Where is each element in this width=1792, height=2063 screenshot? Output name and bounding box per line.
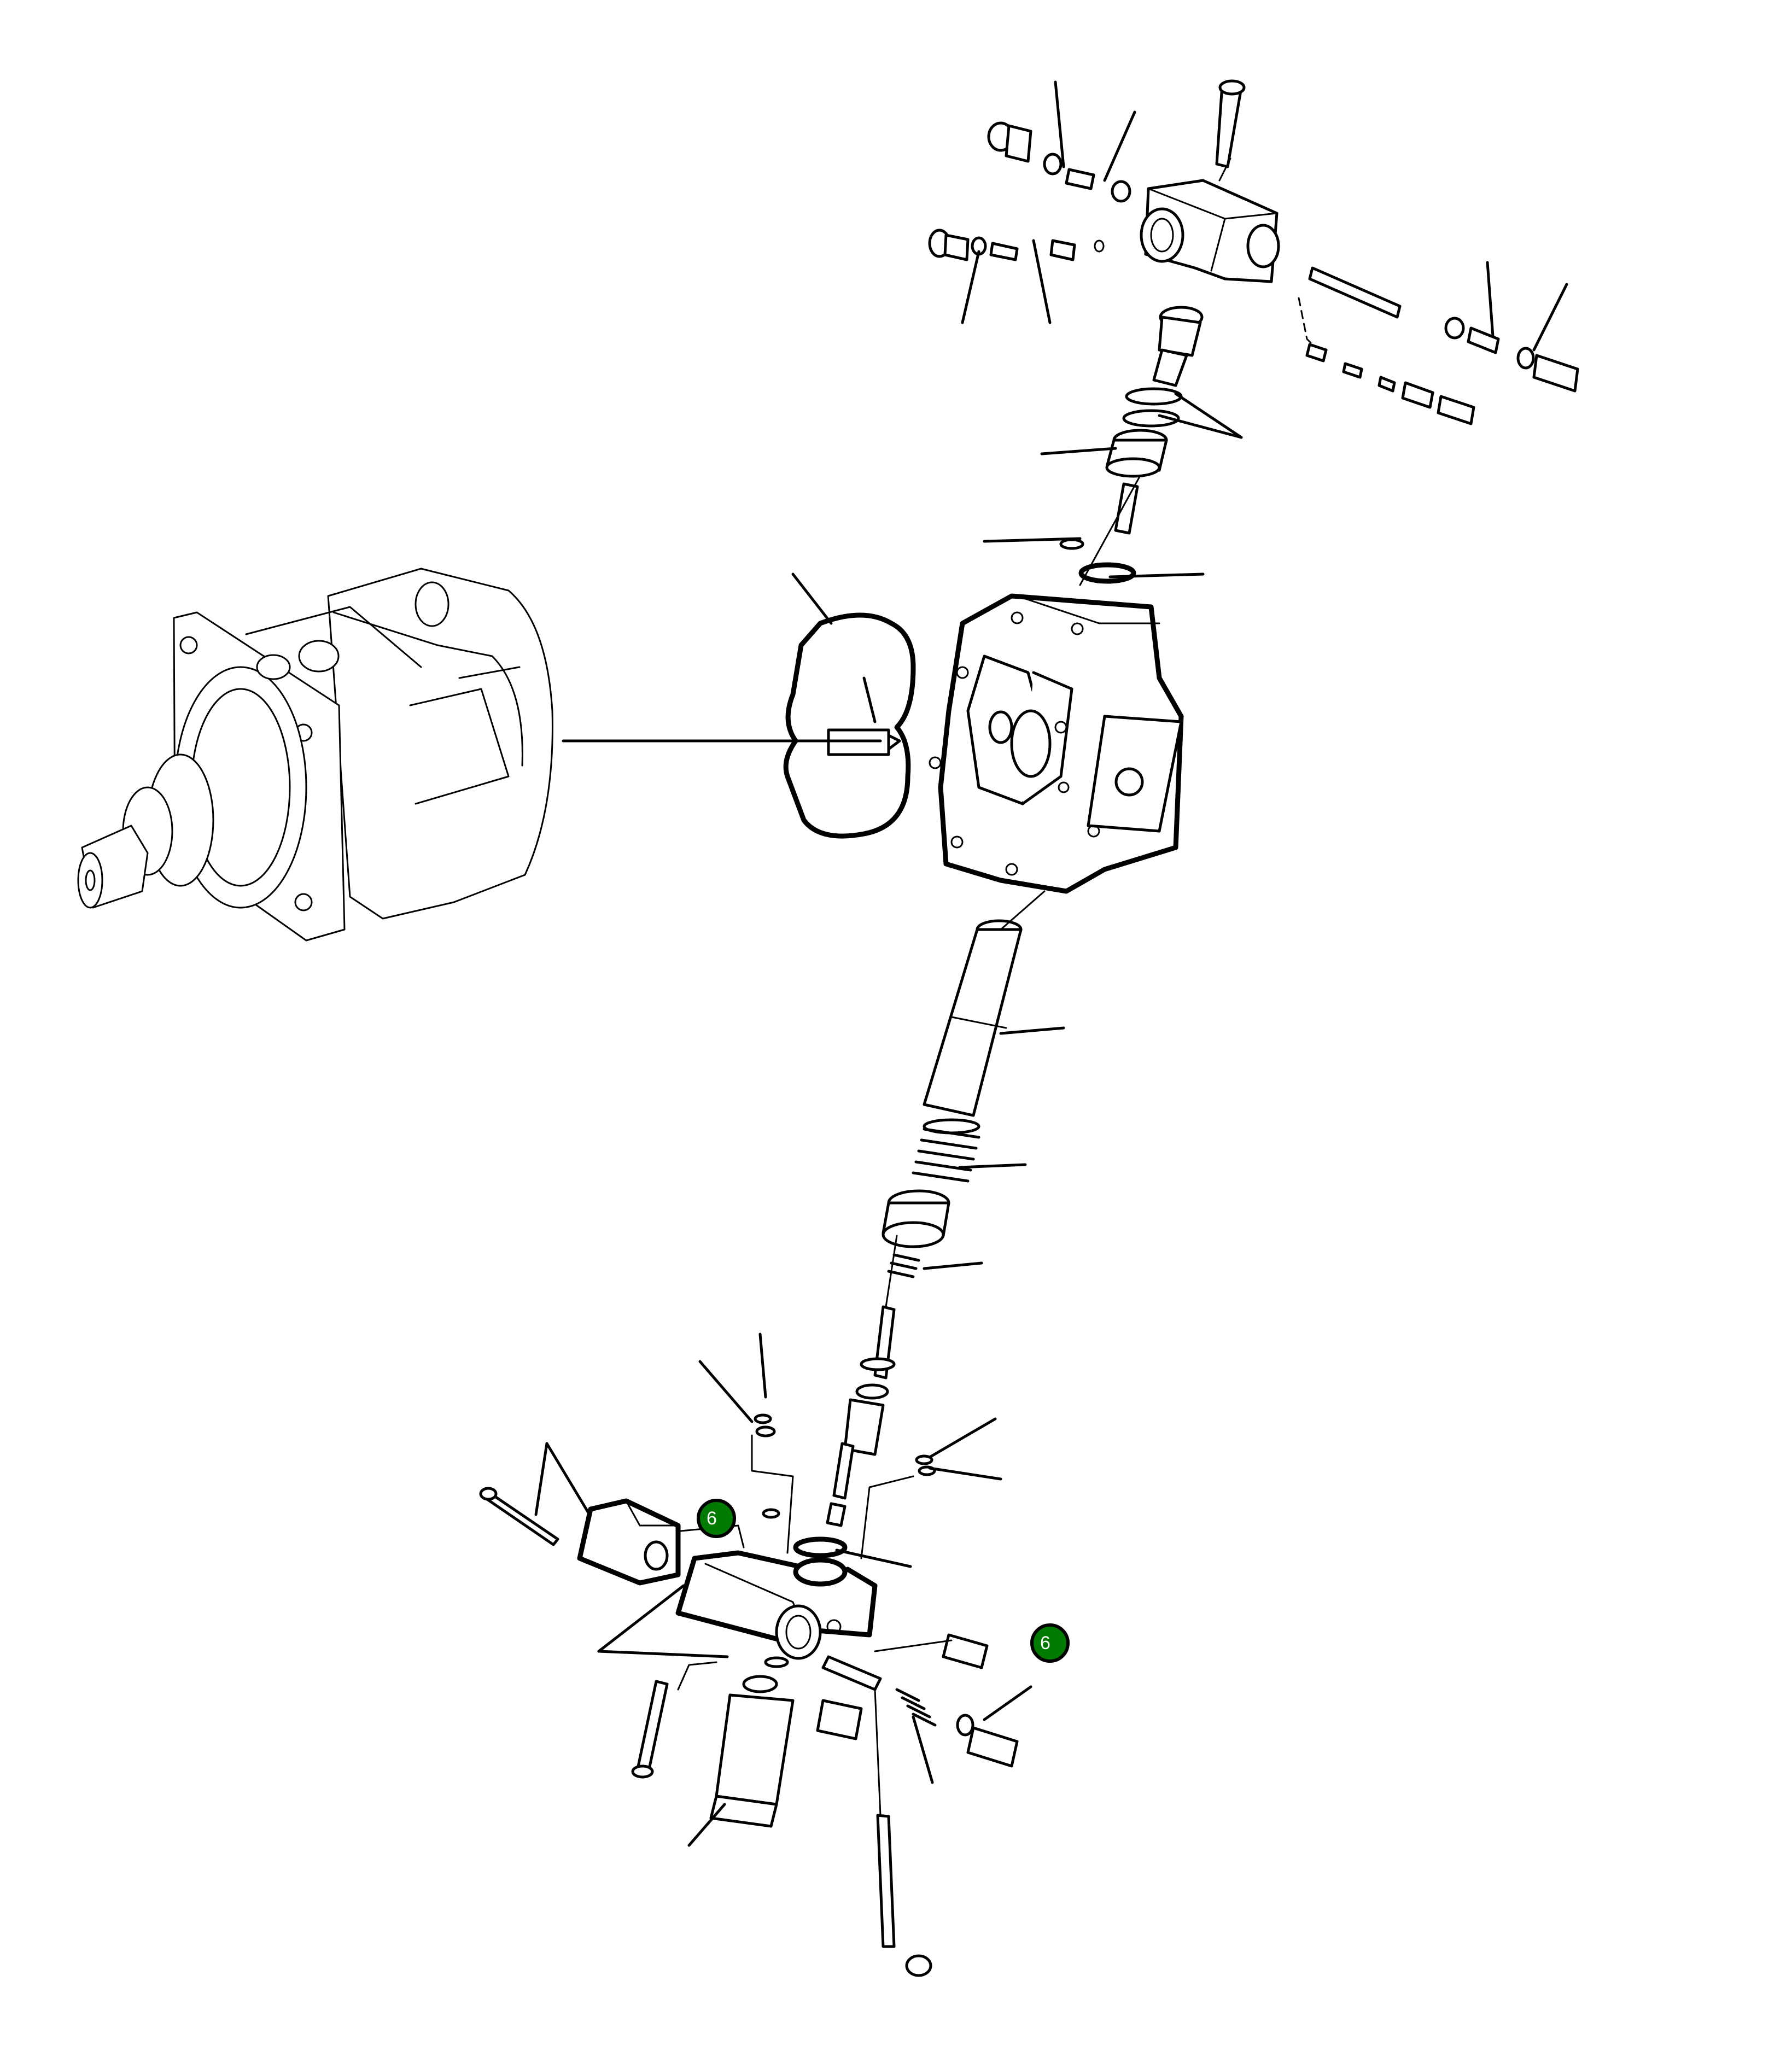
- callout-label: 6: [707, 1507, 717, 1529]
- leader-line: [1103, 110, 1136, 182]
- upper-valve-block[interactable]: [1140, 79, 1280, 283]
- lower-stud[interactable]: [876, 1814, 932, 1977]
- leader-line: [1174, 392, 1243, 439]
- leader-line: [999, 1026, 1065, 1035]
- leader-line: [983, 1685, 1032, 1721]
- lower-valve-block[interactable]: [675, 1536, 878, 1660]
- connector-plug[interactable]: [816, 1699, 863, 1740]
- lower-orings[interactable]: [754, 1413, 936, 1668]
- callout-label: 6: [1040, 1632, 1050, 1653]
- spring-large[interactable]: [912, 1118, 980, 1183]
- leader-line: [835, 1548, 912, 1568]
- leader-line: [961, 250, 980, 324]
- leader-line: [597, 1650, 729, 1658]
- leader-line: [912, 1715, 934, 1784]
- leader-line: [1486, 261, 1495, 338]
- lower-right-spool[interactable]: [821, 1633, 1019, 1768]
- leader-lines: [534, 80, 1568, 1847]
- solenoid-coil[interactable]: [709, 1675, 795, 1828]
- piston-sleeve[interactable]: [923, 919, 1023, 1117]
- leader-line: [534, 1442, 548, 1516]
- bushing[interactable]: [882, 1189, 950, 1248]
- leader-line: [687, 1803, 726, 1847]
- leader-line: [791, 572, 833, 625]
- leader-line: [958, 1163, 1027, 1169]
- leader-line: [928, 1417, 997, 1459]
- housing-orings[interactable]: [1059, 538, 1136, 584]
- gasket[interactable]: [783, 612, 916, 839]
- hydraulic-motor[interactable]: [77, 568, 553, 942]
- leader-line: [928, 1466, 1002, 1481]
- spool-lower[interactable]: [826, 1305, 896, 1527]
- leader-line: [923, 1261, 983, 1270]
- center-pin[interactable]: [1114, 482, 1139, 535]
- leader-line: [1032, 239, 1052, 324]
- center-piston[interactable]: [1105, 429, 1168, 478]
- leader-line: [698, 1360, 754, 1423]
- bolt-lower[interactable]: [631, 1680, 669, 1779]
- leader-line: [758, 1333, 767, 1399]
- leader-line: [597, 1584, 685, 1653]
- leader-line: [1532, 283, 1568, 352]
- callout-marker-6-lower[interactable]: 6: [1030, 1623, 1070, 1663]
- long-bolt[interactable]: [479, 1487, 559, 1546]
- leader-line: [1040, 447, 1117, 455]
- upper-plug-row-2[interactable]: [928, 229, 1105, 261]
- leader-line: [862, 676, 877, 723]
- leader-line: [983, 537, 1082, 543]
- leader-line: [1054, 80, 1065, 168]
- solenoid-left[interactable]: [577, 1498, 745, 1586]
- spring-small[interactable]: [887, 1253, 920, 1278]
- control-housing[interactable]: [929, 593, 1184, 894]
- callout-marker-6-upper[interactable]: 6: [697, 1499, 736, 1538]
- leader-line: [1158, 414, 1243, 439]
- leader-line: [545, 1442, 589, 1513]
- upper-right-spool[interactable]: [1298, 266, 1579, 425]
- assembly-axis-lines: [677, 157, 1231, 1816]
- upper-plug-row-1[interactable]: [987, 121, 1131, 203]
- center-bolt[interactable]: [1152, 306, 1204, 387]
- leader-line: [1108, 572, 1205, 578]
